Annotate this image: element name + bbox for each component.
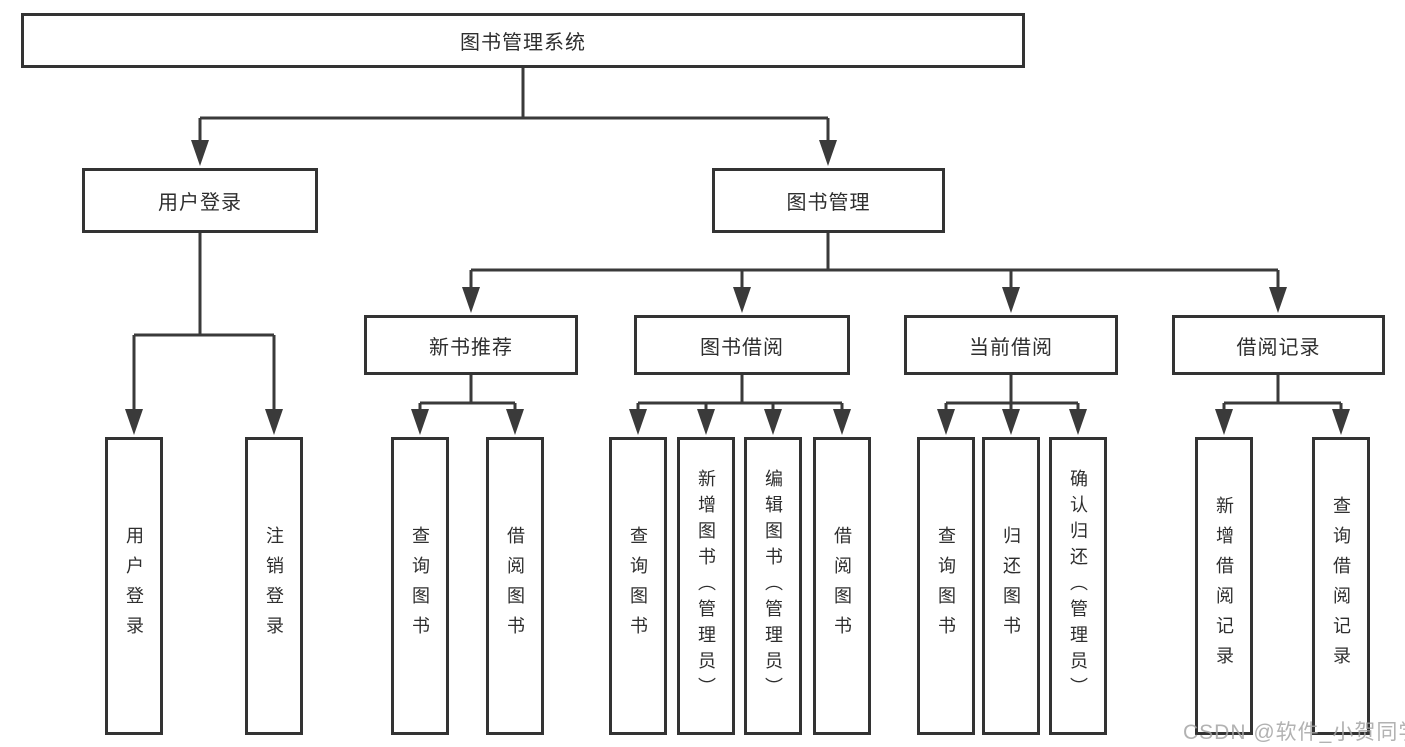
leaf-borrowing-add-books-admin-label: 新增图书（管理员） — [696, 469, 716, 703]
leaf-current-return-books-label: 归还图书 — [1001, 526, 1021, 646]
node-book-borrowing: 图书借阅 — [634, 315, 850, 375]
leaf-borrowing-borrow-books: 借阅图书 — [813, 437, 871, 735]
arrowhead-icons — [125, 140, 1350, 435]
leaf-borrowing-query-books: 查询图书 — [609, 437, 667, 735]
leaf-current-confirm-return-admin: 确认归还（管理员） — [1049, 437, 1107, 735]
leaf-borrowing-borrow-books-label: 借阅图书 — [832, 526, 852, 646]
csdn-watermark: CSDN @软件_小贺同学 — [1183, 721, 1405, 744]
leaf-records-add-record-label: 新增借阅记录 — [1214, 496, 1234, 676]
node-current-borrowing-label: 当前借阅 — [969, 336, 1053, 359]
leaf-recommend-query-books: 查询图书 — [391, 437, 449, 735]
node-root: 图书管理系统 — [21, 13, 1025, 68]
leaf-borrowing-edit-books-admin-label: 编辑图书（管理员） — [763, 469, 783, 703]
leaf-current-query-books: 查询图书 — [917, 437, 975, 735]
node-user-login: 用户登录 — [82, 168, 318, 233]
node-book-management: 图书管理 — [712, 168, 945, 233]
leaf-borrowing-add-books-admin: 新增图书（管理员） — [677, 437, 735, 735]
node-user-login-label: 用户登录 — [158, 192, 242, 214]
leaf-user-login: 用户登录 — [105, 437, 163, 735]
leaf-records-query-record-label: 查询借阅记录 — [1331, 496, 1351, 676]
node-book-borrowing-label: 图书借阅 — [700, 336, 784, 359]
node-root-label: 图书管理系统 — [460, 32, 586, 54]
node-borrowing-records-label: 借阅记录 — [1236, 336, 1321, 359]
node-new-book-recommend: 新书推荐 — [364, 315, 578, 375]
node-borrowing-records: 借阅记录 — [1172, 315, 1385, 375]
node-current-borrowing: 当前借阅 — [904, 315, 1118, 375]
leaf-borrowing-query-books-label: 查询图书 — [628, 526, 648, 646]
leaf-logout-label: 注销登录 — [264, 526, 284, 646]
leaf-records-add-record: 新增借阅记录 — [1195, 437, 1253, 735]
leaf-user-login-label: 用户登录 — [124, 526, 144, 646]
leaf-current-return-books: 归还图书 — [982, 437, 1040, 735]
leaf-borrowing-edit-books-admin: 编辑图书（管理员） — [744, 437, 802, 735]
leaf-logout: 注销登录 — [245, 437, 303, 735]
leaf-recommend-borrow-books-label: 借阅图书 — [505, 526, 525, 646]
leaf-recommend-borrow-books: 借阅图书 — [486, 437, 544, 735]
leaf-recommend-query-books-label: 查询图书 — [410, 526, 430, 646]
node-book-management-label: 图书管理 — [786, 192, 871, 214]
leaf-records-query-record: 查询借阅记录 — [1312, 437, 1370, 735]
leaf-current-confirm-return-admin-label: 确认归还（管理员） — [1068, 469, 1088, 703]
node-new-book-recommend-label: 新书推荐 — [429, 336, 513, 359]
leaf-current-query-books-label: 查询图书 — [936, 526, 956, 646]
